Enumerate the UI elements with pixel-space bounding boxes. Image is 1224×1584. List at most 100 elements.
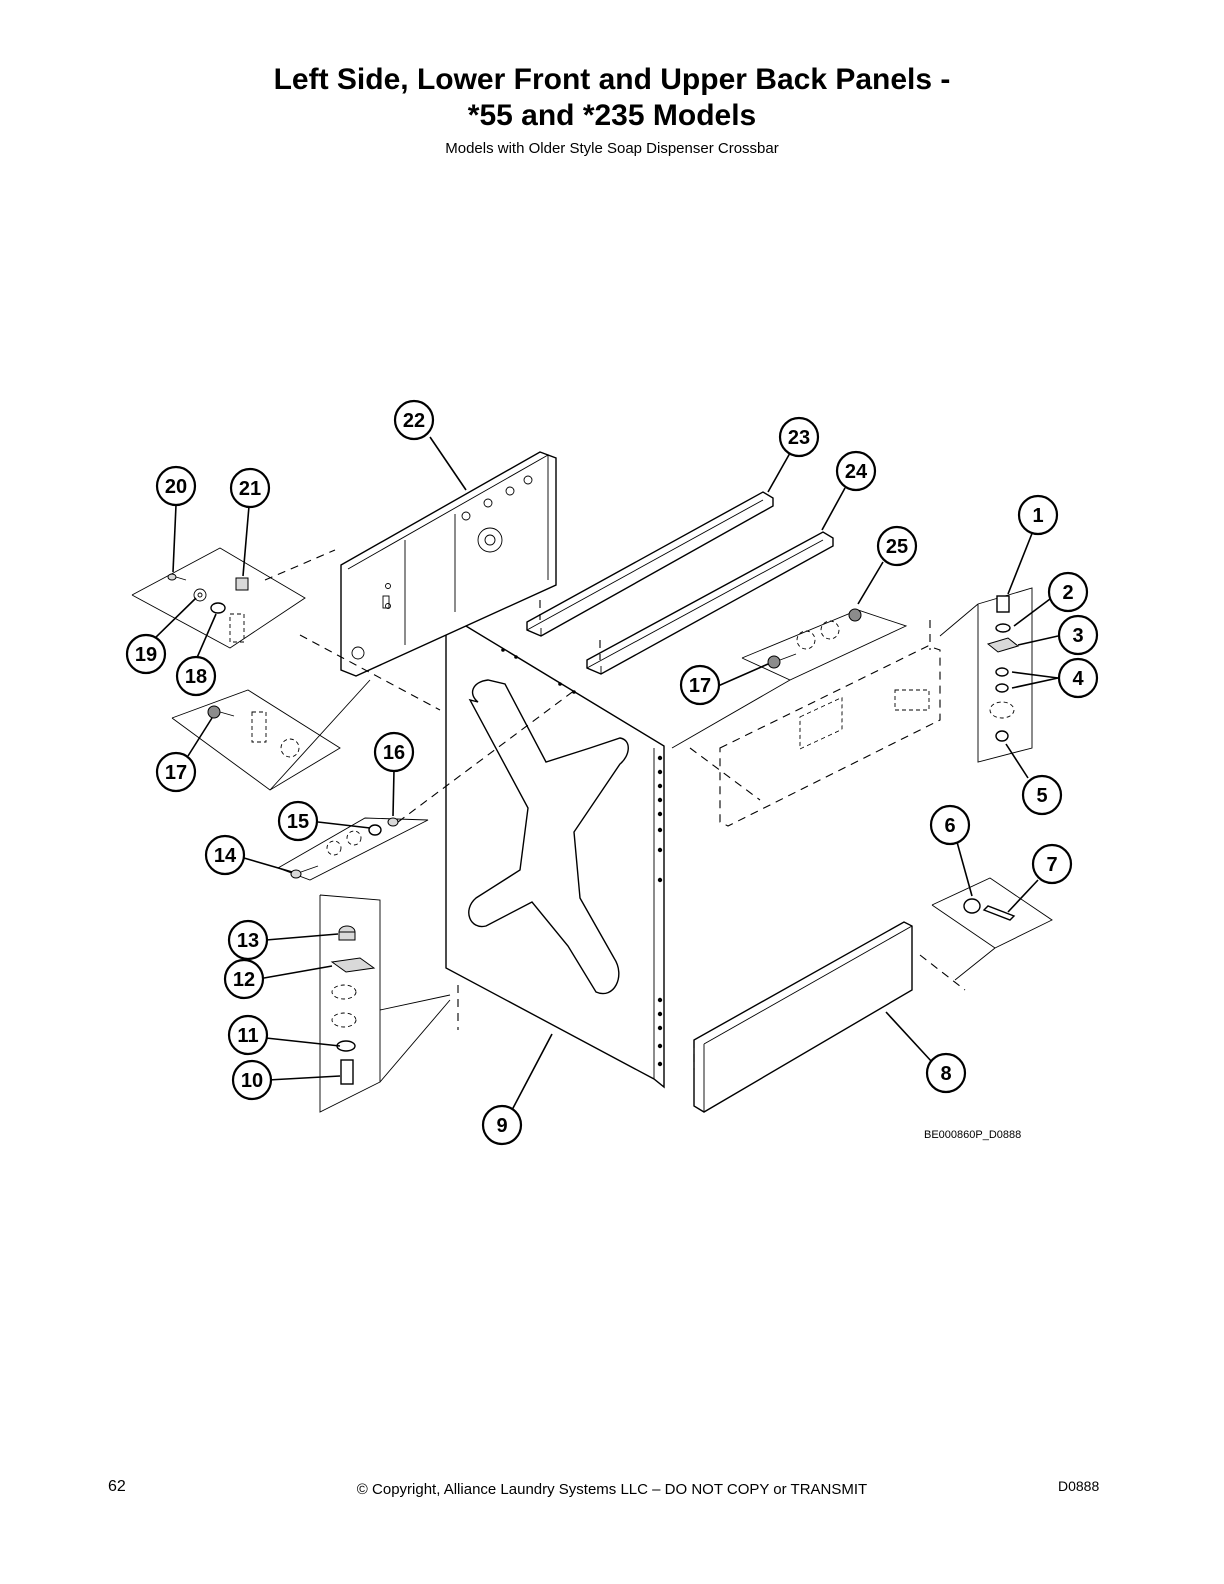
- callout-14: 14: [204, 834, 246, 876]
- callout-20: 20: [155, 465, 197, 507]
- callout-circle: [679, 664, 721, 706]
- callout-22: 22: [393, 399, 435, 441]
- hardware-group-19-21: [131, 547, 336, 649]
- callout-17: 17: [155, 751, 197, 793]
- callout-circle: [481, 1104, 523, 1146]
- callout-circle: [876, 525, 918, 567]
- callout-25: 25: [876, 525, 918, 567]
- callout-10: 10: [231, 1059, 273, 1101]
- callout-number: 11: [237, 1025, 258, 1047]
- callout-circle: [175, 655, 217, 697]
- callout-number: 15: [287, 811, 309, 833]
- callout-1: 1: [1017, 494, 1059, 536]
- callout-number: 16: [383, 742, 405, 764]
- callout-number: 20: [165, 476, 187, 498]
- callout-circle: [835, 450, 877, 492]
- callout-number: 6: [944, 815, 955, 837]
- callout-circle: [223, 958, 265, 1000]
- callout-13: 13: [227, 919, 269, 961]
- callout-circle: [125, 633, 167, 675]
- document-id: D0888: [1058, 1478, 1100, 1494]
- hardware-group-17-25: [741, 609, 908, 681]
- callout-number: 21: [239, 478, 261, 500]
- callout-number: 19: [135, 644, 157, 666]
- drawing-id: BE000860P_D0888: [924, 1129, 1022, 1141]
- callout-18: 18: [175, 655, 217, 697]
- callout-circle: [1057, 614, 1099, 656]
- callout-circle: [227, 1014, 269, 1056]
- callout-21: 21: [229, 467, 271, 509]
- callout-number: 18: [185, 666, 207, 688]
- callout-number: 8: [940, 1063, 951, 1085]
- callout-9: 9: [481, 1104, 523, 1146]
- callout-circle: [778, 416, 820, 458]
- callout-number: 5: [1036, 785, 1047, 807]
- leader-lines: [151, 436, 1059, 1111]
- callout-circle: [1017, 494, 1059, 536]
- lower-front-panel-part-8: [693, 921, 913, 1113]
- callout-number: 12: [233, 969, 255, 991]
- back-panel-ghost: [719, 645, 941, 827]
- callout-circle: [204, 834, 246, 876]
- callout-19: 19: [125, 633, 167, 675]
- alignment-lines: [269, 600, 996, 1083]
- callout-number: 3: [1072, 625, 1083, 647]
- callout-23: 23: [778, 416, 820, 458]
- callout-number: 10: [241, 1070, 263, 1092]
- callout-circle: [155, 465, 197, 507]
- callout-circle: [1057, 657, 1099, 699]
- callout-circle: [1047, 571, 1089, 613]
- callout-7: 7: [1031, 843, 1073, 885]
- callout-circle: [1021, 774, 1063, 816]
- hardware-glyphs: [167, 573, 1020, 1085]
- callout-circle: [277, 800, 319, 842]
- callout-number: 14: [214, 845, 237, 867]
- hardware-group-1-5: [977, 587, 1033, 763]
- page-title-line2: *55 and *235 Models: [467, 99, 757, 132]
- callout-number: 4: [1072, 668, 1084, 690]
- copyright-notice: © Copyright, Alliance Laundry Systems LL…: [356, 1481, 868, 1498]
- callout-circle: [373, 731, 415, 773]
- callout-circle: [231, 1059, 273, 1101]
- callout-2: 2: [1047, 571, 1089, 613]
- hardware-group-6-7: [931, 877, 1053, 949]
- crossbar-part-24: [586, 531, 834, 675]
- callout-6: 6: [929, 804, 971, 846]
- callout-8: 8: [925, 1052, 967, 1094]
- callout-number: 1: [1032, 505, 1043, 527]
- callout-16: 16: [373, 731, 415, 773]
- callout-circle: [229, 467, 271, 509]
- callout-3: 3: [1057, 614, 1099, 656]
- callout-number: 25: [886, 536, 908, 558]
- crossbar-part-23: [526, 491, 774, 637]
- page-subtitle: Models with Older Style Soap Dispenser C…: [445, 140, 779, 157]
- callout-12: 12: [223, 958, 265, 1000]
- callout-17: 17: [679, 664, 721, 706]
- callout-5: 5: [1021, 774, 1063, 816]
- page-title-line1: Left Side, Lower Front and Upper Back Pa…: [273, 63, 951, 96]
- callout-number: 17: [165, 762, 187, 784]
- callout-circle: [925, 1052, 967, 1094]
- callout-number: 13: [237, 930, 259, 952]
- callout-number: 17: [689, 675, 711, 697]
- callout-number: 23: [788, 427, 810, 449]
- callout-4: 4: [1057, 657, 1099, 699]
- callout-11: 11: [227, 1014, 269, 1056]
- callout-number: 24: [845, 461, 868, 483]
- hardware-group-17-left: [171, 689, 341, 791]
- callout-circle: [929, 804, 971, 846]
- callout-circle: [227, 919, 269, 961]
- page-number: 62: [108, 1478, 126, 1495]
- callout-circle: [155, 751, 197, 793]
- upper-back-panel-part-22: [340, 451, 557, 677]
- side-panel-part-9: [445, 619, 665, 1089]
- callout-circle: [1031, 843, 1073, 885]
- callout-15: 15: [277, 800, 319, 842]
- callout-24: 24: [835, 450, 877, 492]
- callout-circle: [393, 399, 435, 441]
- callout-number: 22: [403, 410, 425, 432]
- callout-number: 2: [1062, 582, 1073, 604]
- callout-number: 7: [1046, 854, 1057, 876]
